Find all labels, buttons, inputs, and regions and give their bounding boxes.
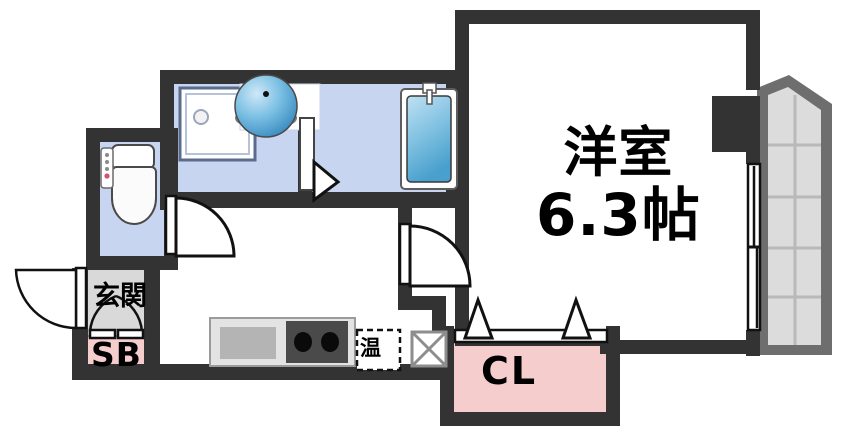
main-room-label: 洋室 6.3帖 xyxy=(536,126,701,249)
entrance-door[interactable] xyxy=(14,266,88,330)
bathtub xyxy=(400,82,458,190)
entrance-label: 玄関 xyxy=(93,281,147,312)
washroom-door[interactable] xyxy=(164,194,236,258)
closet-label: CL xyxy=(481,349,538,393)
wash-basin xyxy=(234,74,321,138)
balcony-grid xyxy=(768,95,821,345)
pipe-shaft xyxy=(410,330,448,368)
closet-fill xyxy=(452,340,607,412)
main-room-door[interactable] xyxy=(398,222,472,288)
water-heater-label: 温 xyxy=(360,336,381,360)
kitchen-counter xyxy=(209,317,356,367)
balcony xyxy=(757,75,832,355)
bathroom-door[interactable] xyxy=(299,117,341,203)
genkan-double-door[interactable] xyxy=(88,294,145,340)
main-room-name: 洋室 xyxy=(563,121,674,184)
balcony-sliding-door[interactable] xyxy=(746,162,762,332)
main-room-size: 6.3帖 xyxy=(536,181,701,249)
water-heater-box xyxy=(355,328,402,372)
closet-doors[interactable] xyxy=(453,295,609,344)
shoe-box-label: SB xyxy=(91,335,142,374)
toilet-fixture xyxy=(100,144,157,225)
kitchen-sink xyxy=(220,327,276,359)
